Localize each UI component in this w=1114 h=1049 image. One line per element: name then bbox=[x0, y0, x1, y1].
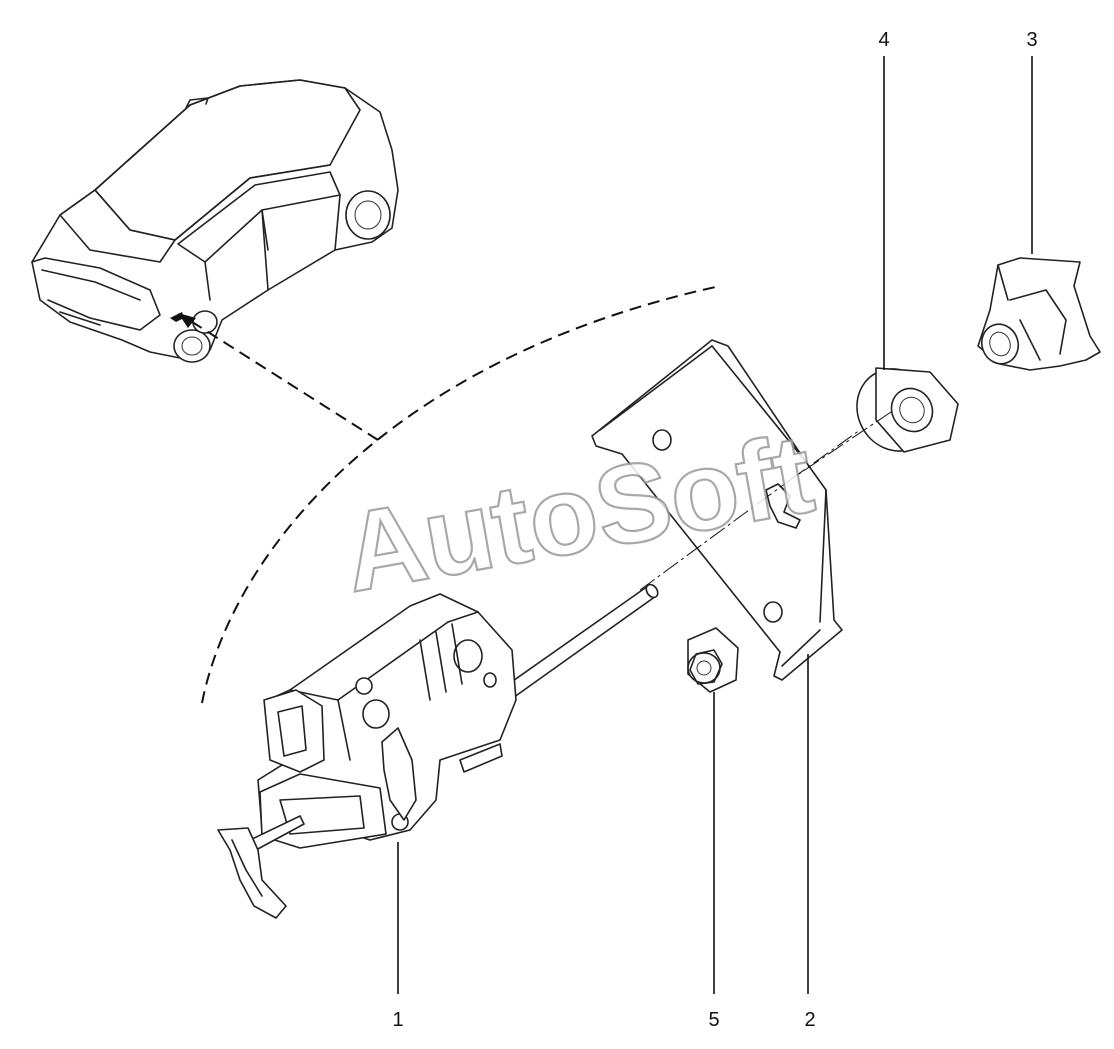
callout-5: 5 bbox=[708, 1009, 719, 1031]
callout-2: 2 bbox=[804, 1009, 815, 1031]
car-locator-illustration bbox=[31, 79, 399, 363]
part-5-hex-nut bbox=[687, 627, 739, 693]
locator-dashed-arrow bbox=[185, 317, 379, 441]
actuator-lever bbox=[217, 827, 287, 919]
actuator-boss-top bbox=[453, 639, 483, 673]
bracket-hole-top bbox=[652, 429, 672, 451]
callout-3: 3 bbox=[1026, 29, 1037, 51]
part-4-flange-nut bbox=[856, 367, 959, 453]
front-wheel bbox=[345, 190, 391, 240]
detail-dashed-arc bbox=[201, 285, 721, 704]
actuator-rod bbox=[499, 585, 657, 701]
locator-arrowhead bbox=[178, 313, 196, 328]
actuator-boss-mid bbox=[362, 699, 390, 729]
callout-1: 1 bbox=[392, 1009, 403, 1031]
part-2-bracket bbox=[591, 339, 843, 681]
rear-wheel bbox=[173, 329, 211, 363]
bracket-tab bbox=[765, 483, 801, 529]
part-1-actuator bbox=[217, 583, 659, 919]
bracket-hole-bottom bbox=[763, 601, 783, 623]
callout-4: 4 bbox=[878, 29, 889, 51]
part-3-clip bbox=[977, 257, 1101, 371]
